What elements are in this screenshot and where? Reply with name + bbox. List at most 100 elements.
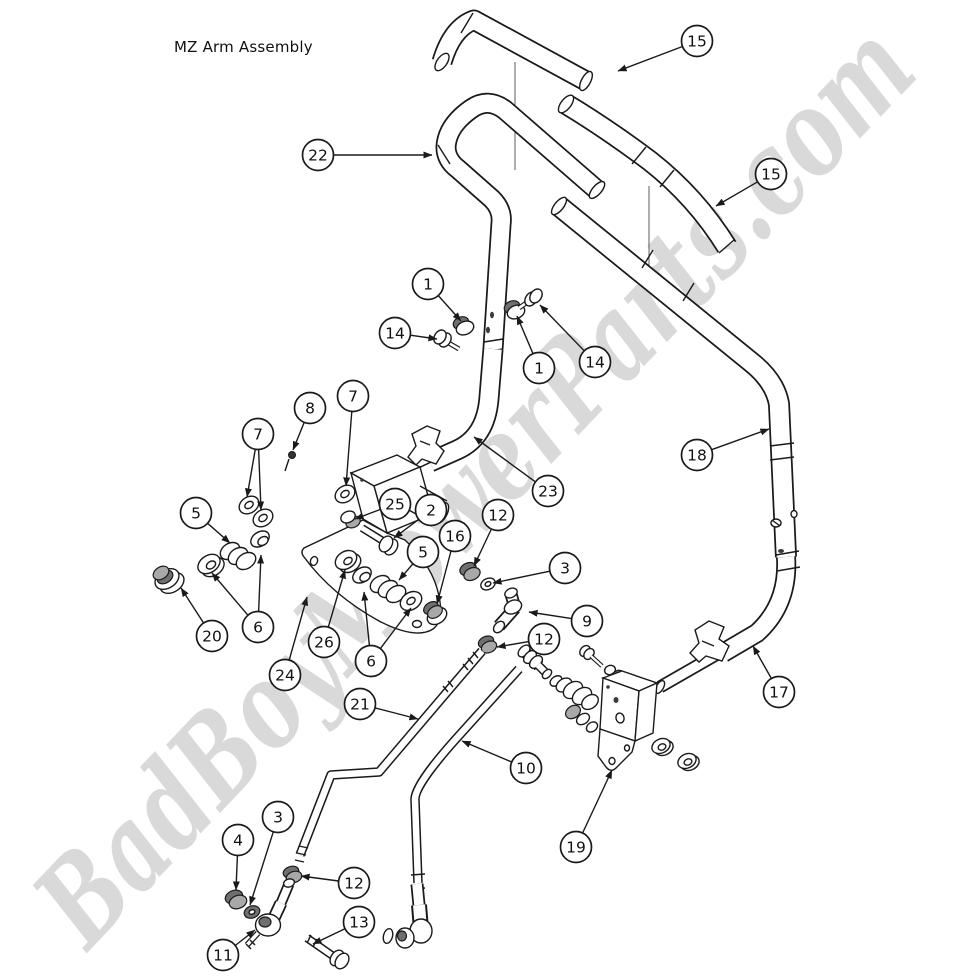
leader-line: [752, 645, 773, 679]
leader-line: [343, 411, 353, 487]
balloon-circle[interactable]: [406, 535, 440, 569]
callout-26[interactable]: 26: [307, 569, 346, 659]
callout-22[interactable]: 22: [301, 138, 433, 172]
callout-1[interactable]: 1: [516, 315, 556, 385]
balloon-circle[interactable]: [481, 498, 515, 532]
balloon-circle[interactable]: [343, 687, 377, 721]
right-clamp-bracket: [689, 620, 730, 663]
balloon-circle[interactable]: [307, 625, 341, 659]
balloon-number: 6: [366, 653, 376, 671]
balloon-circle[interactable]: [522, 351, 556, 385]
callout-3[interactable]: 3: [492, 551, 582, 585]
callout-25[interactable]: 25: [354, 487, 412, 521]
balloon-circle[interactable]: [527, 622, 561, 656]
callout-2[interactable]: 2: [393, 493, 448, 539]
balloon-number: 14: [585, 354, 605, 372]
callout-21[interactable]: 21: [343, 687, 419, 721]
balloon-circle[interactable]: [438, 519, 472, 553]
callout-5[interactable]: 5: [179, 496, 231, 544]
balloon-number: 23: [538, 483, 558, 501]
left-arm-tube: [435, 92, 606, 353]
callout-7[interactable]: 7: [336, 379, 370, 487]
balloon-circle[interactable]: [342, 905, 376, 939]
callout-12[interactable]: 12: [496, 622, 561, 656]
leader-line: [180, 587, 205, 624]
callout-12[interactable]: 12: [300, 866, 371, 900]
callout-15[interactable]: 15: [715, 157, 788, 207]
callout-1[interactable]: 1: [411, 267, 462, 322]
balloon-number: 3: [273, 809, 283, 827]
balloon-circle[interactable]: [221, 823, 255, 857]
callout-14[interactable]: 14: [378, 316, 438, 350]
balloon-number: 6: [253, 619, 263, 637]
balloon-circle[interactable]: [411, 267, 445, 301]
balloon-circle[interactable]: [762, 675, 796, 709]
leader-line: [379, 607, 412, 650]
leader-line: [361, 591, 371, 646]
callout-12[interactable]: 12: [473, 498, 515, 567]
balloon-circle[interactable]: [261, 800, 295, 834]
balloon-circle[interactable]: [531, 474, 565, 508]
callout-8[interactable]: 8: [292, 391, 327, 451]
callout-4[interactable]: 4: [221, 823, 255, 891]
bolt-13: [304, 934, 350, 970]
leader-line: [410, 334, 438, 342]
balloon-circle[interactable]: [378, 487, 412, 521]
callout-6[interactable]: 6: [354, 591, 412, 678]
balloon-circle[interactable]: [570, 604, 604, 638]
leader-line: [292, 422, 305, 451]
balloon-circle[interactable]: [509, 751, 543, 785]
balloon-circle[interactable]: [268, 658, 302, 692]
callout-16[interactable]: 16: [435, 519, 472, 605]
callout-7[interactable]: 7: [241, 417, 275, 511]
leader-line: [437, 295, 462, 322]
callout-3[interactable]: 3: [249, 800, 295, 906]
callout-15[interactable]: 15: [617, 24, 714, 72]
leader-line: [711, 428, 770, 451]
rod-end-fasteners: [224, 889, 261, 919]
left-clamp-bracket: [407, 425, 445, 466]
balloon-circle[interactable]: [354, 644, 388, 678]
balloon-circle[interactable]: [337, 866, 371, 900]
callout-9[interactable]: 9: [528, 604, 604, 638]
balloon-number: 12: [344, 875, 364, 893]
callout-23[interactable]: 23: [473, 436, 565, 508]
leader-line: [617, 45, 683, 72]
balloon-circle[interactable]: [578, 345, 612, 379]
balloon-circle[interactable]: [195, 619, 229, 653]
callout-13[interactable]: 13: [312, 905, 376, 945]
balloon-circle[interactable]: [241, 417, 275, 451]
control-rod-bent: [244, 647, 486, 950]
callout-11[interactable]: 11: [206, 929, 256, 972]
balloon-circle[interactable]: [680, 438, 714, 472]
balloon-circle[interactable]: [293, 391, 327, 425]
leader-line: [398, 563, 414, 581]
callout-20[interactable]: 20: [180, 587, 229, 653]
balloon-circle[interactable]: [179, 496, 213, 530]
leader-line: [211, 572, 249, 616]
balloon-circle[interactable]: [548, 551, 582, 585]
balloon-number: 15: [687, 33, 707, 51]
balloon-circle[interactable]: [378, 316, 412, 350]
leader-line: [473, 436, 536, 483]
balloon-circle[interactable]: [336, 379, 370, 413]
callout-18[interactable]: 18: [680, 428, 770, 472]
callout-19[interactable]: 19: [559, 769, 613, 864]
callout-14[interactable]: 14: [539, 304, 612, 379]
callout-10[interactable]: 10: [461, 740, 543, 785]
balloon-circle[interactable]: [754, 157, 788, 191]
balloon-circle[interactable]: [559, 830, 593, 864]
balloon-circle[interactable]: [680, 24, 714, 58]
right-isolator-stack: [334, 549, 448, 626]
callout-17[interactable]: 17: [752, 645, 796, 709]
balloon-circle[interactable]: [301, 138, 335, 172]
balloon-circle[interactable]: [206, 938, 240, 972]
callout-5[interactable]: 5: [398, 535, 440, 581]
balloon-circle[interactable]: [241, 610, 275, 644]
grip-tube-lower: [557, 94, 737, 254]
leader-line: [245, 449, 256, 498]
callout-6[interactable]: 6: [211, 554, 275, 644]
callout-24[interactable]: 24: [268, 596, 309, 692]
balloon-circle[interactable]: [414, 493, 448, 527]
leader-line: [249, 831, 274, 906]
